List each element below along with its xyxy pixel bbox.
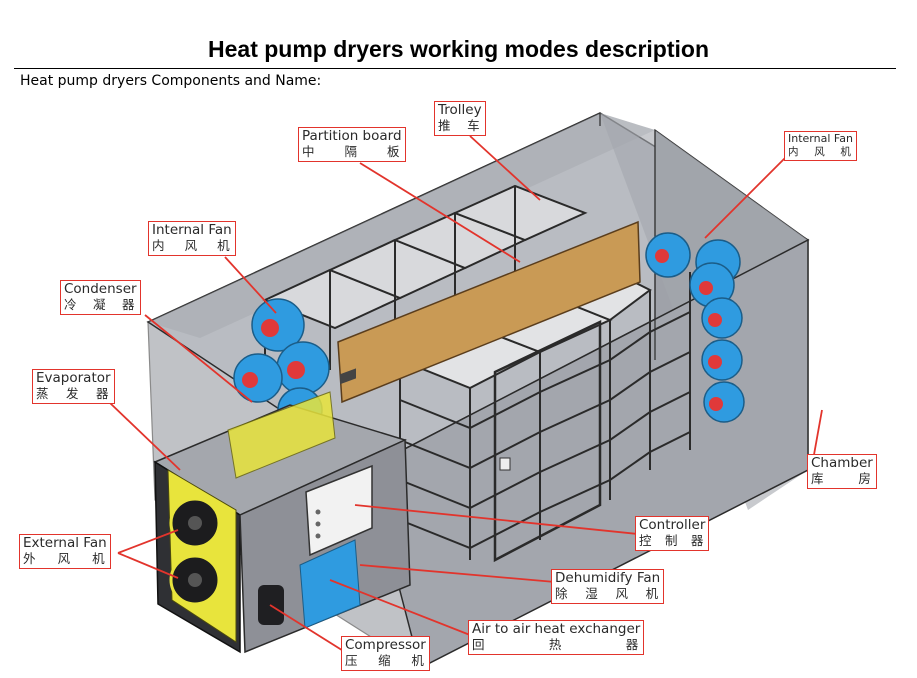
label-condenser: Condenser 冷 凝 器: [60, 280, 141, 315]
label-internal-fan-right: Internal Fan 内 风 机: [784, 131, 857, 161]
label-partition-board: Partition board 中 隔 板: [298, 127, 406, 162]
label-evaporator: Evaporator 蒸 发 器: [32, 369, 115, 404]
label-external-fan: External Fan 外 风 机: [19, 534, 111, 569]
label-controller: Controller 控 制 器: [635, 516, 709, 551]
label-compressor: Compressor 压 缩 机: [341, 636, 430, 671]
label-air-to-air-heat-exchanger: Air to air heat exchanger 回 热 器: [468, 620, 644, 655]
label-trolley: Trolley 推 车: [434, 101, 486, 136]
label-dehumidify-fan: Dehumidify Fan 除 湿 风 机: [551, 569, 664, 604]
label-chamber: Chamber 库 房: [807, 454, 877, 489]
label-internal-fan-left: Internal Fan 内 风 机: [148, 221, 236, 256]
